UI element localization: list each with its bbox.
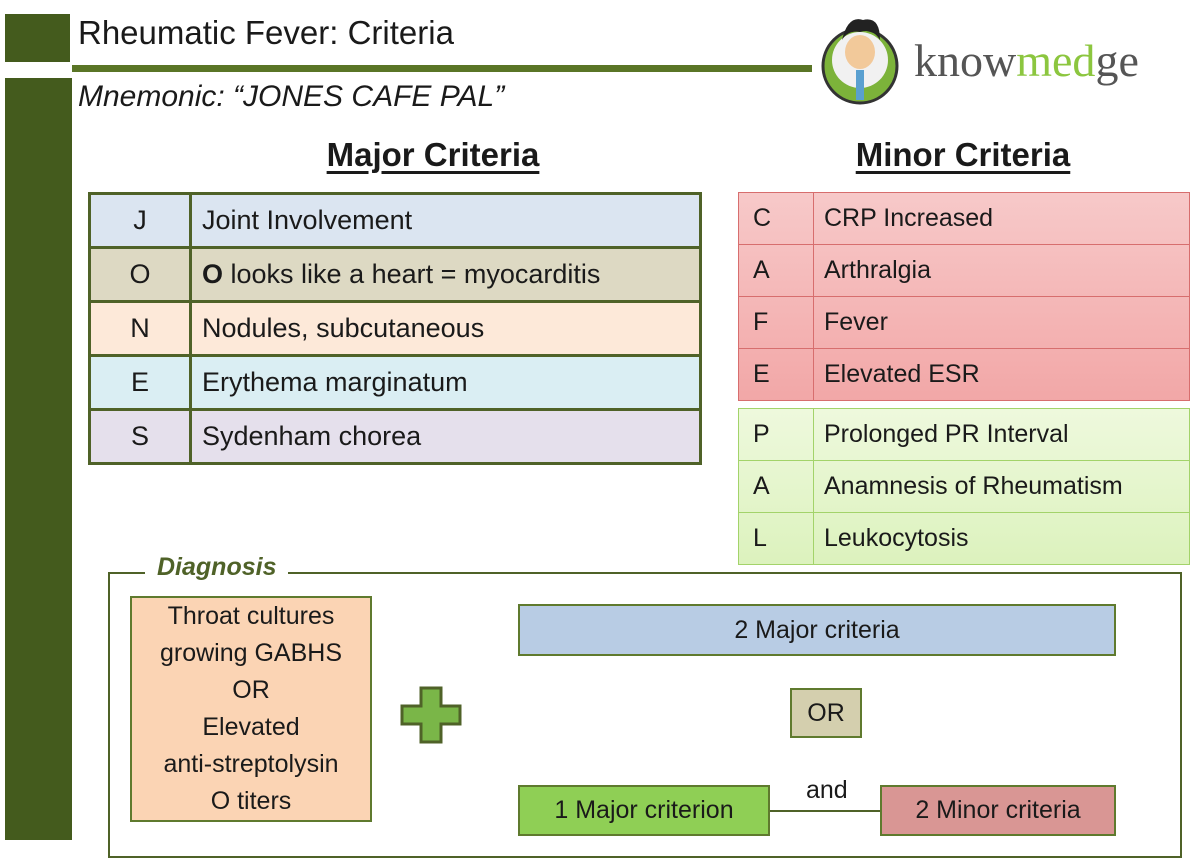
evidence-line: OR xyxy=(232,676,270,704)
logo-text-accent: med xyxy=(1016,35,1096,86)
and-label: and xyxy=(806,776,848,804)
criteria-text: Sydenham chorea xyxy=(189,408,702,465)
criteria-letter: F xyxy=(738,296,814,349)
diagnosis-panel xyxy=(108,572,1182,858)
criteria-row: S Sydenham chorea xyxy=(88,408,702,465)
two-major-criteria-box: 2 Major criteria xyxy=(518,604,1116,656)
criteria-text: Prolonged PR Interval xyxy=(813,408,1190,461)
criteria-letter: P xyxy=(738,408,814,461)
criteria-text: Erythema marginatum xyxy=(189,354,702,411)
criteria-label: Sydenham chorea xyxy=(202,421,422,451)
criteria-label: looks like a heart = myocarditis xyxy=(223,259,601,289)
criteria-text: Nodules, subcutaneous xyxy=(189,300,702,357)
criteria-letter: N xyxy=(88,300,192,357)
criteria-text: Arthralgia xyxy=(813,244,1190,297)
criteria-label: Erythema marginatum xyxy=(202,367,468,397)
criteria-letter: S xyxy=(88,408,192,465)
criteria-row: N Nodules, subcutaneous xyxy=(88,300,702,357)
criteria-text: Fever xyxy=(813,296,1190,349)
criteria-label: Nodules, subcutaneous xyxy=(202,313,485,343)
criteria-letter: L xyxy=(738,512,814,565)
criteria-letter: A xyxy=(738,460,814,513)
plus-icon xyxy=(400,686,462,744)
criteria-label: Joint Involvement xyxy=(202,205,413,235)
doctor-avatar-icon xyxy=(821,19,899,105)
evidence-box: Throat cultures growing GABHS OR Elevated an… xyxy=(130,596,372,822)
criteria-letter: E xyxy=(88,354,192,411)
minor-criteria-heading: Minor Criteria xyxy=(855,136,1071,173)
criteria-row: J Joint Involvement xyxy=(88,192,702,249)
evidence-line: growing GABHS xyxy=(159,639,343,667)
criteria-letter: O xyxy=(88,246,192,303)
criteria-letter: A xyxy=(738,244,814,297)
evidence-line: anti-streptolysin xyxy=(163,750,339,778)
side-bar xyxy=(5,78,72,840)
two-minor-criteria-box: 2 Minor criteria xyxy=(880,785,1116,836)
page-title: Rheumatic Fever: Criteria xyxy=(78,14,454,51)
criteria-letter: E xyxy=(738,348,814,401)
logo-text-end: ge xyxy=(1095,35,1139,86)
evidence-line: O titers xyxy=(210,787,292,815)
criteria-text: Elevated ESR xyxy=(813,348,1190,401)
criteria-letter: C xyxy=(738,192,814,245)
knowmedge-logo: knowmedge xyxy=(818,10,1158,105)
evidence-line: Elevated xyxy=(202,713,300,741)
criteria-letter: J xyxy=(88,192,192,249)
major-criteria-heading: Major Criteria xyxy=(326,136,540,173)
criteria-text: Leukocytosis xyxy=(813,512,1190,565)
criteria-text: Anamnesis of Rheumatism xyxy=(813,460,1190,513)
logo-text: know xyxy=(914,35,1017,86)
criteria-bold: O xyxy=(202,259,224,289)
diagnosis-label: Diagnosis xyxy=(145,553,289,582)
criteria-text: CRP Increased xyxy=(813,192,1190,245)
title-block xyxy=(5,14,70,62)
one-major-criterion-box: 1 Major criterion xyxy=(518,785,770,836)
criteria-text: Joint Involvement xyxy=(189,192,702,249)
mnemonic: Mnemonic: “JONES CAFE PAL” xyxy=(78,80,505,113)
and-connector xyxy=(770,810,880,812)
criteria-text: O looks like a heart = myocarditis xyxy=(189,246,702,303)
criteria-row: E Erythema marginatum xyxy=(88,354,702,411)
evidence-line: Throat cultures xyxy=(167,602,335,630)
or-box: OR xyxy=(790,688,862,738)
title-rule xyxy=(72,65,812,72)
